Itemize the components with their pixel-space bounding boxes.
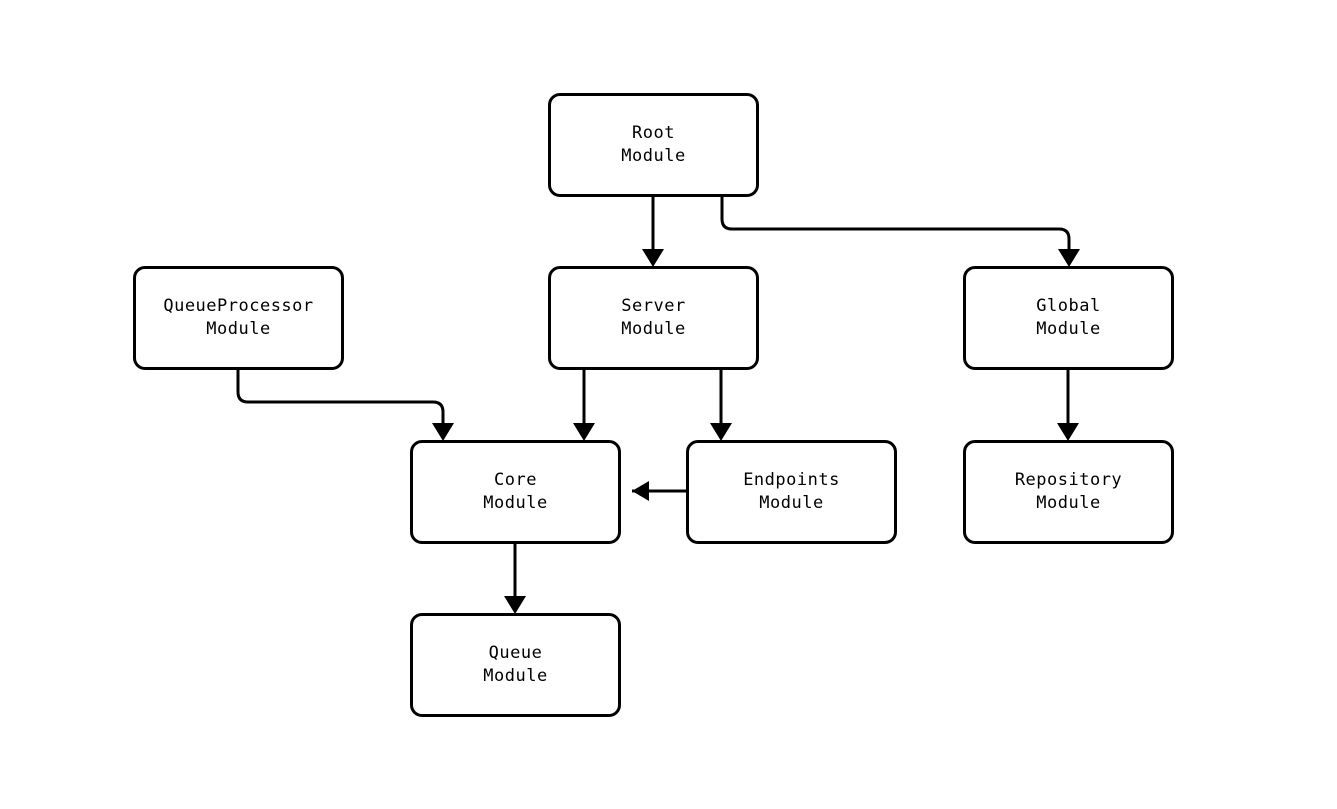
node-label-name: Repository	[1014, 470, 1123, 490]
edge-server-endpoints	[710, 370, 732, 441]
node-label-suffix: Module	[621, 146, 686, 166]
node-label-name: Server	[621, 296, 686, 316]
arrowhead	[642, 249, 664, 267]
edge-endpoints-core	[632, 481, 686, 501]
edge-root-global	[720, 197, 1080, 267]
arrowhead	[710, 423, 732, 441]
node-label-name: Endpoints	[743, 470, 840, 490]
node-label-suffix: Module	[483, 493, 548, 513]
arrowhead	[432, 423, 454, 441]
arrowhead	[504, 596, 526, 614]
node-label-suffix: Module	[1036, 319, 1101, 339]
node-label-name: Global	[1036, 296, 1101, 316]
arrowhead	[573, 423, 595, 441]
node-label-name: Root	[632, 123, 675, 143]
node-label-suffix: Module	[1036, 493, 1101, 513]
node-label-name: QueueProcessor	[163, 296, 314, 316]
edge-global-repository	[1057, 370, 1079, 441]
node-label-suffix: Module	[759, 493, 824, 513]
edge-core-queue	[504, 544, 526, 614]
edge-queueprocessor-core	[236, 370, 454, 441]
arrowhead	[632, 481, 649, 501]
edge-root-server	[642, 197, 664, 267]
edge-server-core	[573, 370, 595, 441]
node-label-name: Queue	[488, 643, 543, 663]
node-label-suffix: Module	[483, 666, 548, 686]
arrowhead	[1057, 423, 1079, 441]
node-label-name: Core	[494, 470, 537, 490]
node-label-suffix: Module	[621, 319, 686, 339]
node-label-suffix: Module	[206, 319, 271, 339]
arrowhead	[1058, 249, 1080, 267]
